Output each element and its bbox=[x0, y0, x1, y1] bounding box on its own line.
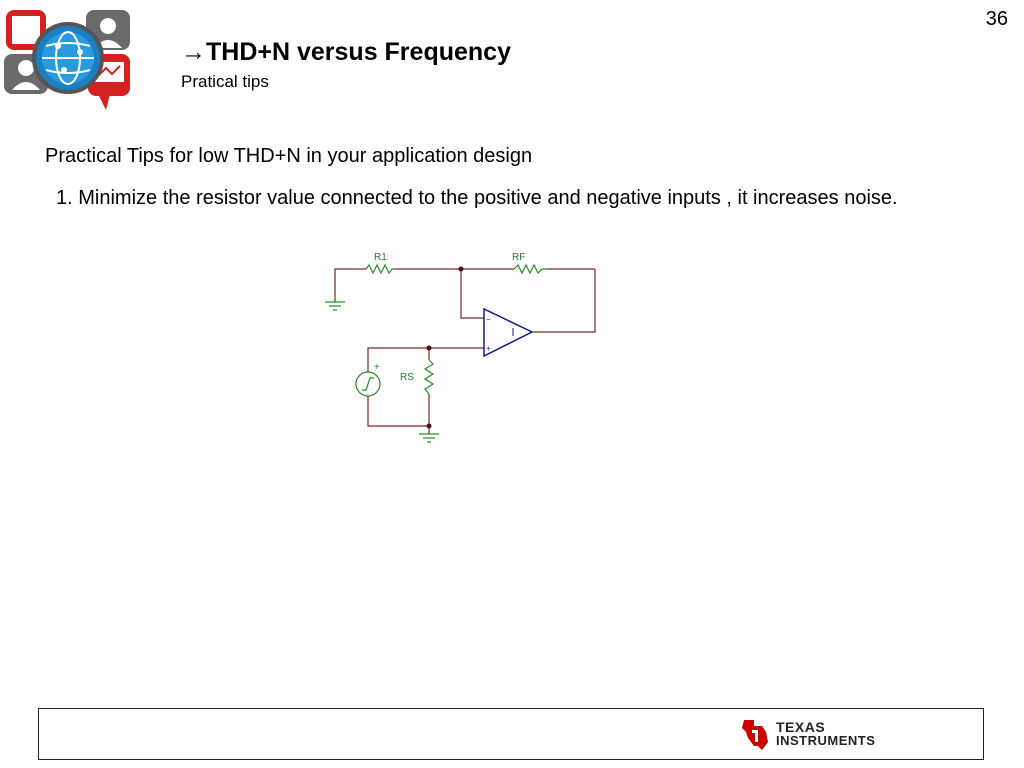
junction-dot bbox=[426, 423, 432, 429]
page-number: 36 bbox=[985, 8, 1008, 30]
slide-subtitle: Pratical tips bbox=[181, 72, 269, 91]
slide-title-text: THD+N versus Frequency bbox=[206, 38, 511, 66]
resistor-rf bbox=[513, 263, 548, 275]
ground-icon bbox=[419, 433, 439, 443]
step-waveform-icon bbox=[362, 377, 374, 391]
resistor-r1 bbox=[365, 263, 394, 275]
ground-icon bbox=[325, 301, 345, 311]
r1-label: R1 bbox=[374, 252, 387, 263]
rf-label: RF bbox=[512, 252, 525, 263]
slide-title: →THD+N versus Frequency bbox=[181, 38, 511, 67]
rs-label: RS bbox=[400, 372, 414, 383]
ti-line2: Instruments bbox=[776, 733, 876, 748]
ti-line1: Texas bbox=[776, 719, 826, 735]
opamp-minus-label: − bbox=[486, 315, 491, 324]
texas-state-logo-icon bbox=[742, 720, 768, 750]
texas-instruments-wordmark: Texas Instruments bbox=[776, 720, 875, 748]
junction-dot bbox=[426, 345, 432, 351]
content-heading: Practical Tips for low THD+N in your app… bbox=[45, 145, 533, 167]
footer-bar bbox=[38, 708, 984, 760]
opamp-triangle-icon bbox=[483, 307, 534, 358]
junction-dot bbox=[458, 266, 464, 272]
opamp-plus-label: + bbox=[486, 344, 491, 353]
globe-network-logo-icon bbox=[4, 10, 130, 110]
arrow-right-icon: → bbox=[181, 38, 206, 66]
wires bbox=[334, 268, 596, 434]
resistor-rs bbox=[423, 359, 435, 395]
source-plus-label: + bbox=[374, 362, 380, 373]
tip-item: 1. Minimize the resistor value connected… bbox=[56, 187, 898, 209]
texas-instruments-logo: Texas Instruments bbox=[740, 716, 880, 756]
opamp-schematic: R1 RF RS + − + bbox=[325, 252, 596, 443]
